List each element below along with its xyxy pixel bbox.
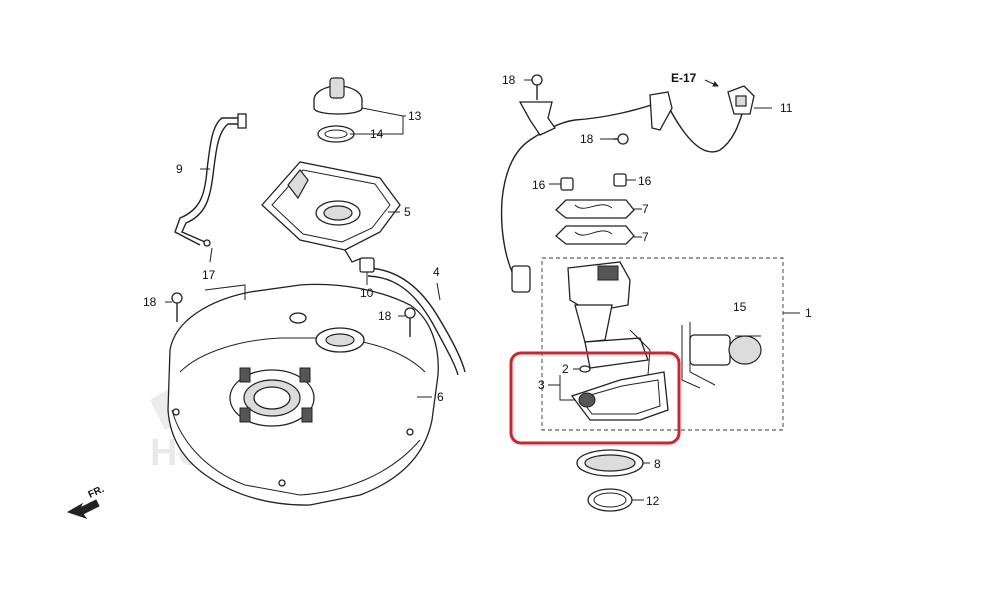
label-18-top: 18 — [502, 73, 516, 87]
nut-16-left — [560, 177, 574, 191]
direction-label: FR. — [87, 484, 106, 501]
label-18-mid: 18 — [580, 132, 594, 146]
bolt-18-mid — [613, 133, 629, 145]
bolt-18-right — [404, 307, 416, 337]
label-5: 5 — [404, 205, 411, 219]
label-18-left: 18 — [143, 295, 157, 309]
front-direction-indicator: FR. — [66, 484, 106, 519]
label-4: 4 — [433, 265, 440, 279]
label-2: 2 — [562, 362, 569, 376]
strainer-part-3 — [570, 371, 669, 421]
label-10: 10 — [360, 286, 374, 300]
nut-16-right — [613, 173, 627, 187]
hose-clamp — [359, 257, 375, 273]
seal-ring-8 — [576, 449, 644, 477]
fuel-tank — [167, 283, 439, 506]
label-6: 6 — [437, 390, 444, 404]
connector-11 — [727, 85, 755, 115]
washer-part-2 — [579, 365, 591, 373]
cap-gasket — [317, 125, 355, 143]
label-1: 1 — [805, 306, 812, 320]
part-labels: 13 14 5 9 17 10 4 6 18 18 18 18 16 16 7 … — [143, 71, 812, 508]
label-7-lower: 7 — [642, 230, 649, 244]
label-11: 11 — [780, 101, 793, 115]
highlight-box — [509, 351, 681, 445]
reference-e17: E-17 — [671, 71, 697, 85]
wire-harness — [500, 91, 746, 293]
tube-clip — [203, 239, 211, 247]
tank-tray — [261, 161, 401, 263]
label-8: 8 — [654, 457, 661, 471]
label-13: 13 — [408, 109, 422, 123]
level-sensor-unit — [681, 322, 762, 389]
fuel-pump-assembly — [541, 257, 784, 431]
label-3: 3 — [538, 378, 545, 392]
o-ring-12 — [587, 488, 633, 512]
fuel-cap — [313, 77, 363, 115]
label-14: 14 — [370, 127, 384, 141]
label-18-right: 18 — [378, 309, 392, 323]
label-16-right: 16 — [638, 174, 652, 188]
label-15: 15 — [733, 300, 747, 314]
label-7-upper: 7 — [642, 202, 649, 216]
direction-arrow-icon — [66, 499, 100, 519]
label-17: 17 — [202, 268, 216, 282]
leader-lines — [165, 79, 800, 501]
label-12: 12 — [646, 494, 660, 508]
breather-tube — [174, 113, 247, 246]
label-9: 9 — [176, 162, 183, 176]
gasket-7-upper — [555, 199, 635, 219]
label-16-left: 16 — [532, 178, 546, 192]
drain-tube — [364, 267, 466, 376]
gasket-7-lower — [555, 225, 635, 245]
bolt-18-top — [531, 74, 543, 100]
bolt-18-left — [171, 292, 183, 322]
